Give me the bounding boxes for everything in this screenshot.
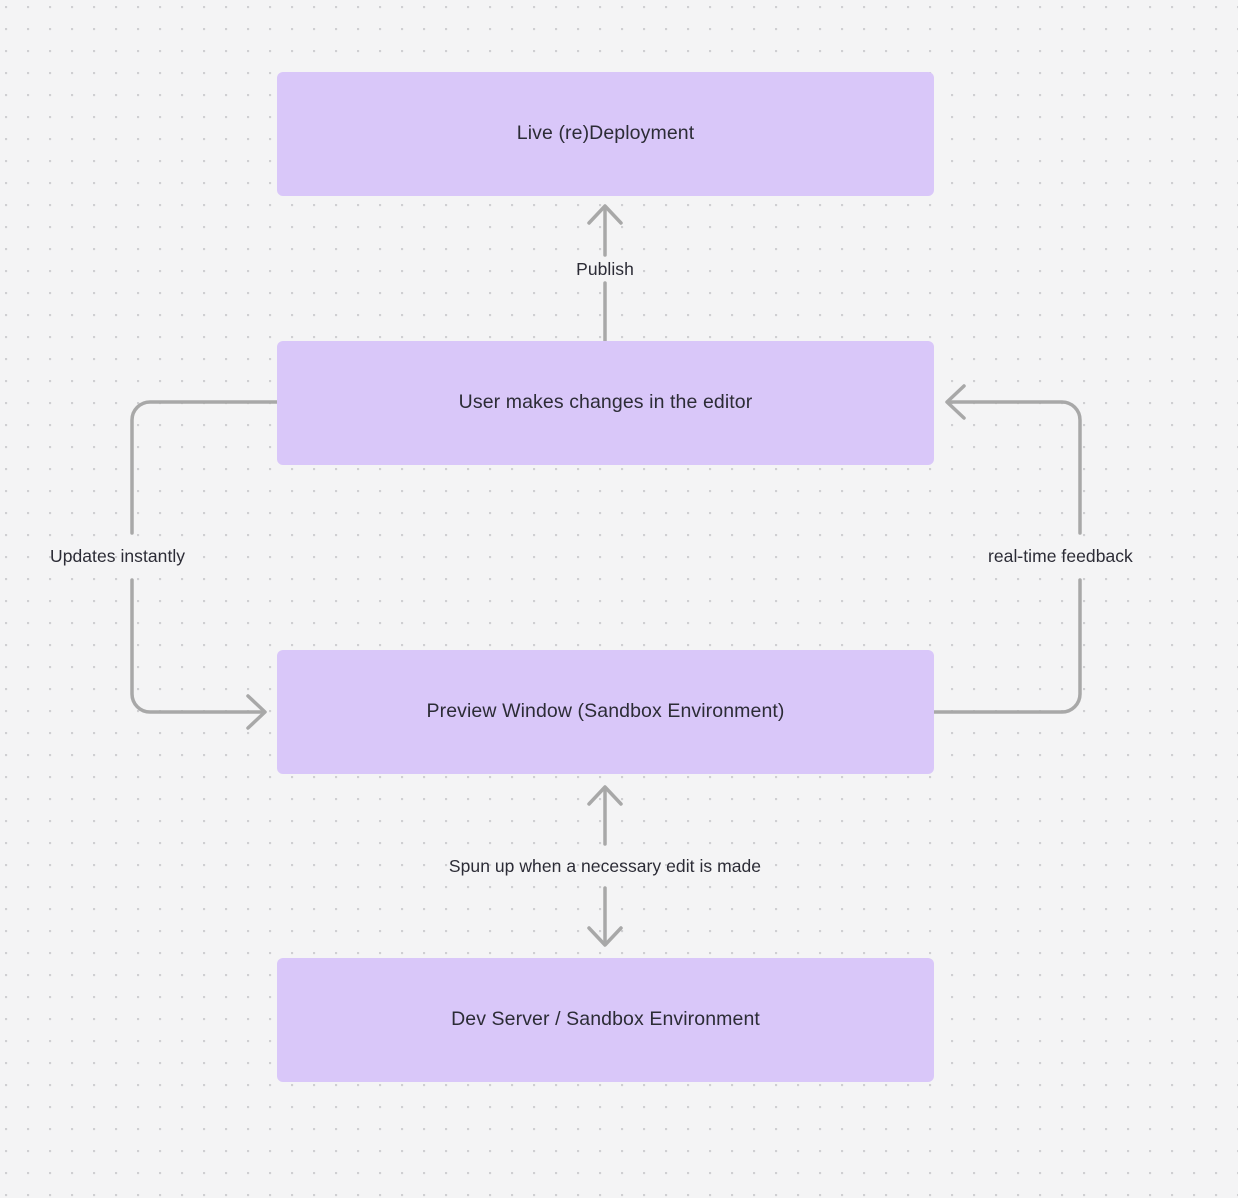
node-label: Preview Window (Sandbox Environment): [426, 700, 785, 723]
node-preview-window[interactable]: Preview Window (Sandbox Environment): [277, 650, 934, 774]
edge-label-publish: Publish: [576, 259, 634, 279]
node-label: Live (re)Deployment: [516, 122, 695, 145]
edge-label-spun-up: Spun up when a necessary edit is made: [448, 856, 762, 876]
node-user-edits[interactable]: User makes changes in the editor: [277, 341, 934, 465]
node-label: Dev Server / Sandbox Environment: [451, 1008, 760, 1031]
edge-label-updates-instantly: Updates instantly: [50, 546, 186, 566]
node-label: User makes changes in the editor: [458, 391, 753, 414]
node-dev-server[interactable]: Dev Server / Sandbox Environment: [277, 958, 934, 1082]
node-live-deployment[interactable]: Live (re)Deployment: [277, 72, 934, 196]
edge-label-real-time-feedback: real-time feedback: [988, 546, 1133, 566]
